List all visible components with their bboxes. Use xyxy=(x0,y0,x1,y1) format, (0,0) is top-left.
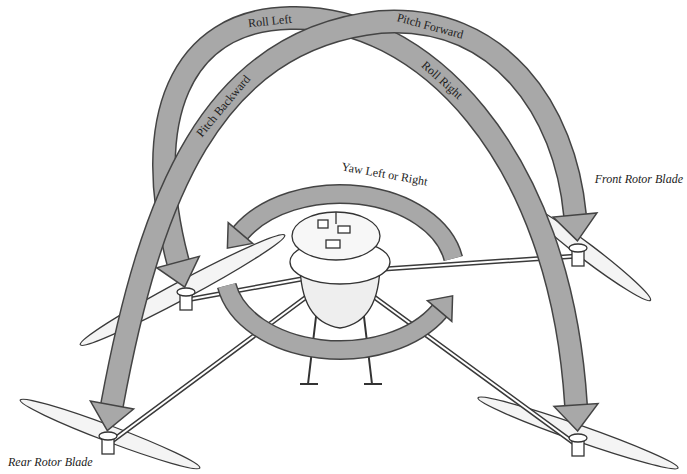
arrow-label: Pitch Backward xyxy=(193,72,253,139)
yaw-arrow xyxy=(227,194,454,350)
arrow-label: Yaw Left or Right xyxy=(341,160,429,189)
part-label: Front Rotor Blade xyxy=(595,172,683,186)
arrow-label: Pitch Forward xyxy=(395,10,465,41)
arrow-label: Roll Left xyxy=(248,12,293,30)
pitch-arrow xyxy=(90,22,597,431)
central-body xyxy=(290,212,390,328)
arrow-label: Roll Right xyxy=(419,58,466,102)
part-label: Rear Rotor Blade xyxy=(8,455,93,469)
